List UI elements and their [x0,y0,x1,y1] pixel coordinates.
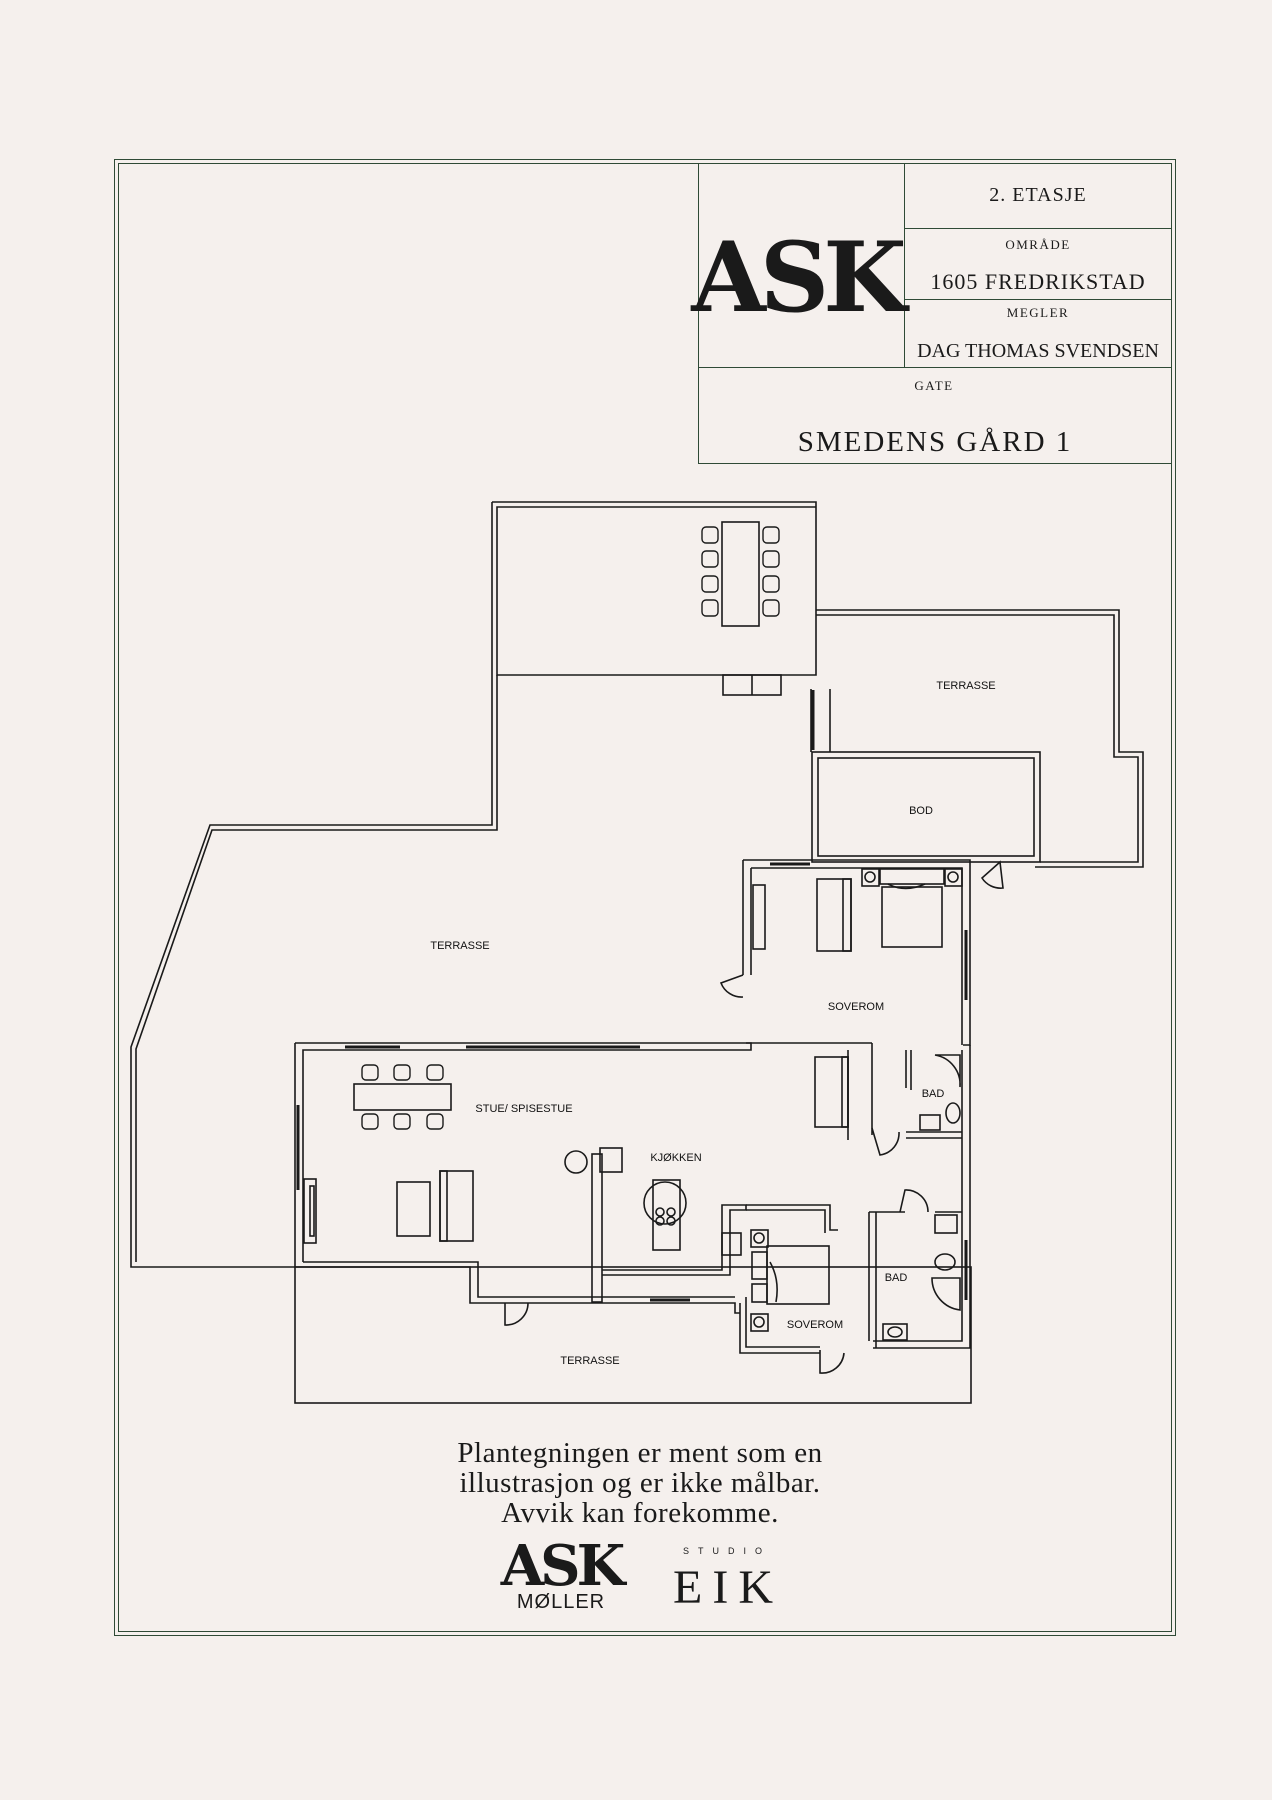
right-terrace-outline [816,609,1144,868]
disclaimer-line-2: illustrasjon og er ikke målbar. [459,1467,821,1499]
outer-frame [114,159,1176,1636]
street-value: SMEDENS GÅRD 1 [797,426,1073,458]
room-label-bad-lower: BAD [885,1272,908,1284]
door-bad-upper [871,1127,900,1156]
ask-moller-logo-word: MØLLER [516,1591,606,1613]
disclaimer-line-1: Plantegningen er ment som en [457,1437,823,1469]
kitchen-counter-long [591,1153,603,1303]
dining-table [353,1083,452,1111]
upper-fireplace [752,884,766,950]
left-terrace-outline [130,502,493,1268]
disclaimer: Plantegningen er ment som en illustrasjo… [340,1438,940,1528]
upper-sofa [816,878,852,952]
walls [130,501,1144,1404]
door-soverom-lower [819,1350,845,1374]
street-label: GATE [914,378,954,393]
room-label-bod: BOD [909,805,933,817]
floor-label: 2. ETASJE [989,184,1087,206]
room-label-soverom-upper: SOVEROM [828,1001,884,1013]
room-label-terrasse-top-right: TERRASSE [936,680,995,692]
shower-lower [931,1277,961,1311]
sink-lower [882,1323,908,1341]
door-bad-lower [899,1189,929,1213]
left-terrace-inner [135,675,498,1262]
shower-upper [934,1054,961,1088]
toilet-lower [934,1253,956,1271]
studio-eik-logo-eik: EIK [673,1561,783,1614]
room-label-kjokken: KJØKKEN [650,1152,701,1164]
chairs [361,526,780,1130]
room-label-stue: STUE/ SPISESTUE [475,1103,572,1115]
room-label-terrasse-bottom: TERRASSE [560,1355,619,1367]
door-bod [980,860,1004,889]
kitchen-island [652,1179,681,1251]
stue-walls [295,1042,752,1262]
title-block [698,163,1172,464]
top-terrace-table [721,521,760,627]
living-sofa [439,1170,474,1242]
title-divider-h3 [698,367,1172,369]
fireplace [303,1178,317,1244]
title-divider-h2 [904,299,1172,301]
door-upper-left [719,974,744,998]
area-value: 1605 FREDRIKSTAD [930,269,1146,294]
house-upper-wing [743,859,971,1046]
coffee-table [396,1181,431,1237]
studio-eik-logo-studio: STUDIO [682,1546,771,1556]
room-label-soverom-lower: SOVEROM [787,1319,843,1331]
bod-room [811,751,1041,863]
lower-bedroom-walls [746,1204,838,1231]
kitchen-counter-l [602,1204,747,1276]
bod-room-inner [817,757,1035,857]
bottom-terrace [294,1266,972,1404]
upper-bed [881,886,943,948]
door-stue-bottom [504,1302,529,1326]
broker-value: DAG THOMAS SVENDSEN [917,340,1159,362]
round-plant [564,1150,588,1174]
kitchen-column [599,1147,623,1173]
area-label: OMRÅDE [1005,237,1071,252]
disclaimer-line-3: Avvik kan forekomme. [501,1497,779,1529]
ask-logo-text: ASK [690,221,910,334]
inner-frame [118,163,1172,1632]
room-label-bad-upper: BAD [922,1088,945,1100]
right-terrace-inner [816,614,1139,863]
room-label-terrasse-left: TERRASSE [430,940,489,952]
toilet-upper [945,1102,961,1124]
ask-logo-mark: ASK [690,221,916,334]
ask-moller-logo-mark: ASK [500,1533,628,1599]
title-divider-v [904,163,906,368]
broker-label: MEGLER [1006,305,1070,320]
title-divider-h1 [904,228,1172,230]
sink-kitchen [721,1232,742,1256]
middle-sofa [814,1056,849,1128]
top-terrace-outline [492,501,817,676]
